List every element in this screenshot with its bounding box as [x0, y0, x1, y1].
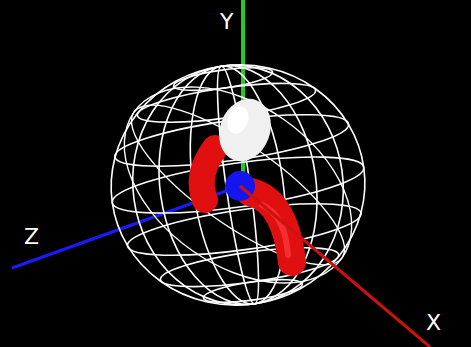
axis-label: X [426, 312, 441, 334]
axis-label: Z [24, 226, 39, 248]
axis-label: Y [220, 11, 233, 33]
